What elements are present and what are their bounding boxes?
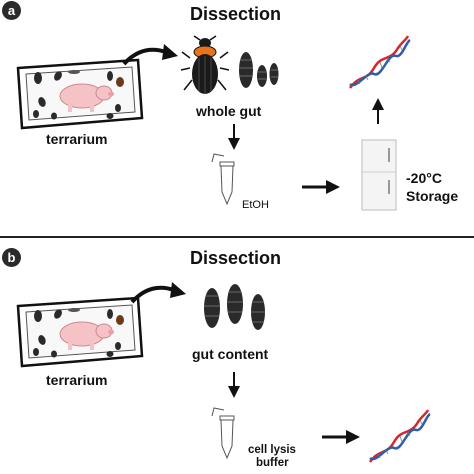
- storage-label: Storage: [406, 188, 459, 204]
- down-arrow-b-icon: [228, 372, 240, 398]
- burying-beetle-icon: [180, 35, 230, 94]
- curved-arrow-a-icon: [122, 44, 178, 66]
- whole-gut-label: whole gut: [196, 103, 262, 119]
- dna-helix-b-icon: [368, 409, 431, 463]
- panel-divider: [0, 236, 474, 238]
- panel-b: b Dissection terrarium: [0, 238, 474, 474]
- lysis-buffer-line2: buffer: [256, 457, 289, 469]
- right-arrow-a-icon: [302, 180, 340, 194]
- pig-icon: [59, 321, 114, 350]
- panel-b-title: Dissection: [190, 248, 282, 268]
- gut-content-larvae-icon: [204, 284, 265, 330]
- gut-content-label: gut content: [192, 346, 269, 362]
- up-arrow-a-icon: [372, 98, 384, 124]
- lysis-buffer-line1: cell lysis: [248, 444, 296, 456]
- terrarium-a-label: terrarium: [46, 131, 108, 147]
- beetle-group-icon: [33, 308, 124, 358]
- curved-arrow-b-icon: [130, 282, 186, 304]
- beetle-group-icon: [33, 70, 124, 120]
- down-arrow-a-icon: [228, 124, 240, 150]
- right-arrow-b-icon: [322, 430, 360, 444]
- terrarium-a-illustration: [16, 58, 144, 130]
- gut-larvae-a-icon: [239, 52, 279, 88]
- etoh-label: EtOH: [242, 199, 269, 211]
- panel-a-badge: a: [2, 1, 21, 20]
- panel-a-title: Dissection: [190, 4, 282, 24]
- terrarium-b-label: terrarium: [46, 372, 108, 388]
- freezer-icon: [361, 139, 397, 211]
- etoh-tube-icon: [211, 153, 235, 206]
- dna-helix-a-icon: [348, 35, 411, 89]
- pig-icon: [59, 83, 114, 112]
- lysis-tube-icon: [211, 407, 235, 460]
- panel-b-badge: b: [2, 248, 21, 267]
- panel-a: a Dissection terrarium: [0, 0, 474, 236]
- temperature-label: -20°C: [406, 170, 442, 186]
- terrarium-b-illustration: [16, 296, 144, 368]
